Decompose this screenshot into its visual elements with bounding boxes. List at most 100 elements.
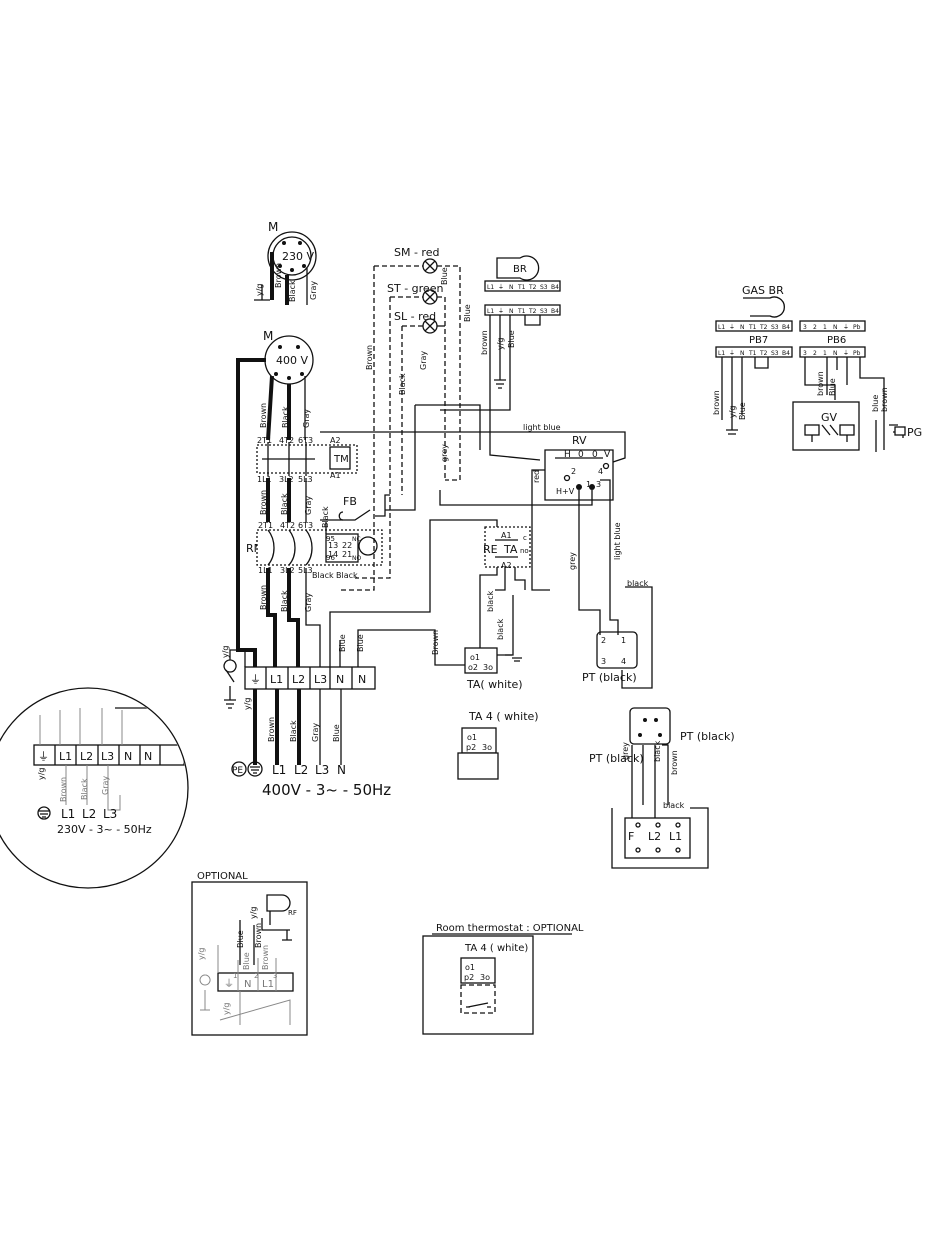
rm-contact-96: 96 (326, 554, 335, 562)
rv-c2: 2 (571, 467, 576, 476)
br-wire-yg: y/g (496, 337, 505, 350)
pt-label: PT (black) (582, 671, 637, 684)
rv-selector: RV H 0 0 V 1 2 3 4 H+V light blue red gr… (320, 423, 653, 689)
rv-0b: 0 (592, 450, 598, 460)
pt-black-lower: PT (black) PT (black) grey black brown b… (589, 707, 735, 869)
rv-wire-black: black (627, 579, 649, 588)
rv-c3: 3 (596, 480, 601, 489)
br-t3: T1 (517, 284, 526, 291)
pb7-t3: T1 (748, 324, 757, 331)
inset-wire-black: Black (80, 778, 89, 800)
inset-term-n2: N (144, 750, 152, 763)
rt-t3: 3o (480, 973, 490, 982)
tb-wire-black: Black (289, 720, 298, 742)
ta4-label: TA 4 ( white) (468, 710, 539, 723)
br-b0: L1 (487, 308, 494, 315)
tm-bottom-3: 5L3 (298, 475, 313, 484)
pb6-t5: Pb (853, 324, 861, 331)
room-thermostat-title: Room thermostat : OPTIONAL (436, 923, 584, 934)
pb7-b0: L1 (718, 350, 725, 357)
rv-wire-lightblue: light blue (523, 423, 561, 432)
ta4-t1: o1 (467, 733, 477, 742)
room-thermostat-device: TA 4 ( white) (464, 943, 528, 954)
lamp-sm-label: SM - red (394, 246, 439, 259)
opt-num-3: 3 (273, 972, 277, 980)
pb7-label: PB7 (749, 335, 768, 346)
opt-term-l1: L1 (262, 979, 274, 990)
pt-t3: 3 (601, 657, 606, 666)
pt-black-upper: 1 2 3 4 PT (black) (582, 631, 638, 684)
inset-term-l1: L1 (59, 750, 72, 763)
tm-wire-gray: Gray (304, 496, 313, 515)
pb7-t4: T2 (759, 324, 768, 331)
lamp-wire-blue-2: Blue (463, 304, 472, 322)
rv-v: V (604, 450, 611, 460)
burner-label: BR (513, 264, 527, 275)
rv-label: RV (572, 434, 587, 447)
br-t6: B4 (551, 284, 559, 291)
pb6-b3: N (833, 350, 838, 357)
br-b6: B4 (551, 308, 559, 315)
rm-bottom-1: 1L1 (258, 566, 273, 575)
br-wire-blue: Blue (507, 330, 516, 348)
br-b5: S3 (540, 308, 548, 315)
inset-label-l1: L1 (61, 807, 75, 821)
ta-white: o1 o2 3o TA( white) Brown black black (431, 590, 523, 691)
tb-wire-gray: Gray (311, 723, 320, 742)
inset-label-l2: L2 (82, 807, 96, 821)
ta-white-wire-black-2: black (496, 618, 505, 640)
rm-bottom-3: 5L3 (298, 566, 313, 575)
pb7-t1: ⏚ (729, 324, 735, 331)
pt-switch-f: F (628, 830, 634, 843)
re-suffix: TA (503, 543, 518, 556)
re-no: no (520, 547, 529, 555)
motor-230-wire-brown: Brown (274, 263, 283, 288)
pt-t4: 4 (621, 657, 626, 666)
rm-wire-gray: Gray (304, 593, 313, 612)
pt-lower-wire-brown: brown (670, 750, 679, 775)
pb7-b4: T2 (759, 350, 768, 357)
lamp-st-label: ST - green (387, 282, 443, 295)
lamp-sl-label: SL - red (394, 310, 436, 323)
br-b4: T2 (528, 308, 537, 315)
rv-c4: 4 (598, 467, 603, 476)
pb7-wire-blue: Blue (738, 402, 747, 420)
re-relay: RE TA A1 A2 no c (329, 519, 531, 668)
br-t5: S3 (540, 284, 548, 291)
br-t4: T2 (528, 284, 537, 291)
burner-top-terminals: L1 ⏚ N T1 T2 S3 B4 (484, 280, 561, 292)
rm-contact-no: NO (352, 555, 361, 562)
ta4-t2: p2 (466, 743, 476, 752)
contactor-label: TM (333, 454, 349, 465)
br-t1: ⏚ (498, 284, 504, 291)
rm-top-2: 4T2 (280, 521, 295, 530)
rm-wire-blue-1: Blue (338, 634, 347, 652)
pb7-t0: L1 (718, 324, 725, 331)
motor-230: M 230 V y/g Brown Black Gray (254, 220, 318, 305)
br-t0: L1 (487, 284, 494, 291)
relay-rm: RM 2T1 4T2 6T3 1L1 3L2 5L3 95 96 13 14 2… (246, 506, 436, 668)
burner-bottom-terminals: L1 ⏚ N T1 T2 S3 B4 (484, 304, 561, 316)
pb6-b0: 3 (803, 350, 807, 357)
pb7-wire-yg: y/g (728, 405, 737, 418)
fb-switch: FB (320, 494, 390, 521)
re-a1: A1 (501, 531, 512, 540)
rt-t2: p2 (464, 973, 474, 982)
rv-hv: H+V (556, 487, 575, 496)
br-b1: ⏚ (498, 308, 504, 315)
opt-term-pe: ⏚ (224, 978, 234, 990)
lamp-wire-gray: Gray (419, 351, 428, 370)
br-b3: T1 (517, 308, 526, 315)
ta-white-t2: o2 (468, 663, 478, 672)
rv-wire-grey: grey (568, 552, 577, 570)
tb-term-n2: N (358, 673, 366, 686)
lamp-wire-blue-1: Blue (440, 267, 449, 285)
gas-burner: GAS BR PB7 L1 ⏚ N T1 T2 S3 B4 L1 ⏚ N T1 … (712, 284, 922, 452)
ta-white-t1: o1 (470, 653, 480, 662)
motor-230-label: M (268, 220, 278, 234)
rm-wire-brown: Brown (259, 585, 268, 610)
tb-term-pe: ⏚ (250, 673, 261, 686)
tb-label-l1: L1 (272, 763, 286, 777)
pb7-t5: S3 (771, 324, 779, 331)
ta-white-label: TA( white) (466, 678, 523, 691)
